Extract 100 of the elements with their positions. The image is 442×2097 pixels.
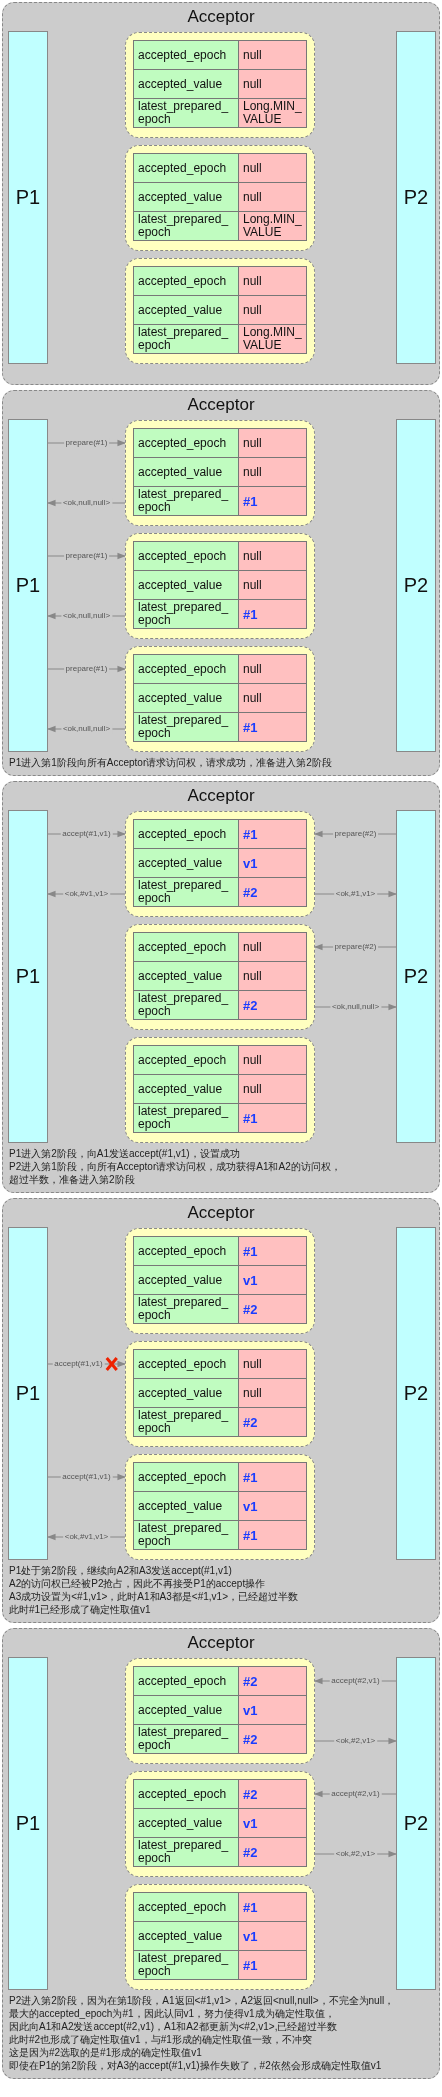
field-value-cell: null [238,153,307,183]
field-name-cell: accepted_value [133,69,239,99]
field-value-cell: null [238,40,307,70]
field-value-cell: null [238,69,307,99]
field-value-cell: null [238,570,307,600]
caption-text: A2的访问权已经被P2抢占，因此不再接受P1的accept操作 [9,1577,267,1590]
edge-label: prepare(#1) [63,551,110,561]
field-name-cell: latest_prepared_ epoch [133,1294,239,1324]
edge-label: <ok,#2,v1> [333,1736,378,1746]
field-name-cell: accepted_epoch [133,541,239,571]
field-value-cell: #1 [238,599,307,629]
field-value-cell: #2 [238,1294,307,1324]
field-value-cell: null [238,1045,307,1075]
caption-text: 这是因为#2选取的是#1形成的确定性取值v1 [9,2046,203,2059]
caption-text: A3成功设置为<#1,v1>，此时A1和A3都是<#1,v1>，已经超过半数 [9,1590,299,1603]
edge-label: accept(#2,v1) [329,1789,382,1799]
caption-text: P1进入第1阶段向所有Acceptor请求访问权，请求成功，准备进入第2阶段 [9,756,333,769]
field-name-cell: latest_prepared_ epoch [133,990,239,1020]
acceptor-state-group [125,1454,315,1560]
field-value-cell: #1 [238,1520,307,1550]
field-value-cell: null [238,1074,307,1104]
field-name-cell: accepted_epoch [133,1779,239,1809]
edge-label: prepare(#2) [332,829,379,839]
field-value-cell: #2 [238,1724,307,1754]
field-name-cell: accepted_epoch [133,266,239,296]
proposer-bar: P1 [8,1657,48,1990]
field-value-cell: #2 [238,990,307,1020]
field-name-cell: latest_prepared_ epoch [133,1520,239,1550]
acceptor-state-group [125,32,315,138]
field-name-cell: latest_prepared_ epoch [133,1837,239,1867]
field-name-cell: accepted_value [133,683,239,713]
field-value-cell: #2 [238,1779,307,1809]
acceptor-state-group [125,811,315,917]
field-value-cell: #1 [238,712,307,742]
field-name-cell: accepted_value [133,1808,239,1838]
field-value-cell: v1 [238,1695,307,1725]
field-value-cell: null [238,182,307,212]
acceptor-panel [2,781,440,1193]
field-value-cell: #2 [238,1666,307,1696]
field-name-cell: latest_prepared_ epoch [133,1407,239,1437]
field-name-cell: accepted_epoch [133,654,239,684]
field-name-cell: accepted_value [133,457,239,487]
proposer-bar: P2 [396,810,436,1143]
acceptor-panel [2,390,440,776]
field-value-cell: null [238,266,307,296]
field-name-cell: latest_prepared_ epoch [133,324,239,354]
field-name-cell: accepted_value [133,1921,239,1951]
field-value-cell: Long.MIN_ VALUE [238,211,307,241]
field-value-cell: #1 [238,819,307,849]
proposer-bar: P2 [396,1227,436,1560]
edge-label: <ok,null,null> [60,611,113,621]
field-value-cell: #1 [238,1892,307,1922]
edge-label: <ok,#1,v1> [333,889,378,899]
proposer-bar: P2 [396,1657,436,1990]
edge-label: <ok,#2,v1> [333,1849,378,1859]
field-value-cell: v1 [238,1265,307,1295]
field-name-cell: accepted_epoch [133,40,239,70]
field-name-cell: latest_prepared_ epoch [133,486,239,516]
field-value-cell: v1 [238,1808,307,1838]
edge-label: prepare(#1) [63,438,110,448]
field-value-cell: null [238,1349,307,1379]
field-name-cell: latest_prepared_ epoch [133,599,239,629]
field-value-cell: #1 [238,1236,307,1266]
acceptor-panel [2,2,440,385]
acceptor-state-group [125,1228,315,1334]
field-name-cell: accepted_value [133,1265,239,1295]
field-name-cell: accepted_epoch [133,1349,239,1379]
edge-label: accept(#2,v1) [329,1676,382,1686]
caption-text: 此时#2也形成了确定性取值v1，与#1形成的确定性取值一致，不冲突 [9,2033,313,2046]
proposer-bar: P1 [8,31,48,364]
field-name-cell: accepted_epoch [133,428,239,458]
field-name-cell: accepted_epoch [133,1462,239,1492]
field-value-cell: null [238,1378,307,1408]
field-name-cell: accepted_epoch [133,819,239,849]
panel-title: Acceptor [186,786,256,806]
field-name-cell: accepted_value [133,295,239,325]
field-value-cell: null [238,932,307,962]
field-name-cell: latest_prepared_ epoch [133,1724,239,1754]
proposer-bar: P1 [8,419,48,752]
acceptor-state-group [125,258,315,364]
acceptor-state-group [125,1771,315,1877]
field-name-cell: accepted_value [133,848,239,878]
field-value-cell: #2 [238,877,307,907]
field-value-cell: v1 [238,1921,307,1951]
edge-label: prepare(#1) [63,664,110,674]
caption-text: P2进入第2阶段，因为在第1阶段，A1返回<#1,v1>，A2返回<null,null>，不完全为null， [9,1994,396,2007]
field-name-cell: accepted_value [133,1491,239,1521]
field-value-cell: #1 [238,1462,307,1492]
edge-label: <ok,null,null> [60,724,113,734]
caption-text: P1处于第2阶段，继续向A2和A3发送accept(#1,v1) [9,1564,233,1577]
panel-title: Acceptor [186,1203,256,1223]
acceptor-state-group [125,646,315,752]
panel-title: Acceptor [186,1633,256,1653]
field-name-cell: accepted_epoch [133,1236,239,1266]
edge-label: prepare(#2) [332,942,379,952]
field-value-cell: null [238,295,307,325]
acceptor-state-group [125,145,315,251]
caption-text: 即使在P1的第2阶段，对A3的accept(#1,v1)操作失败了，#2依然会形成确定性取值v1 [9,2059,383,2072]
field-name-cell: accepted_epoch [133,153,239,183]
acceptor-state-group [125,420,315,526]
